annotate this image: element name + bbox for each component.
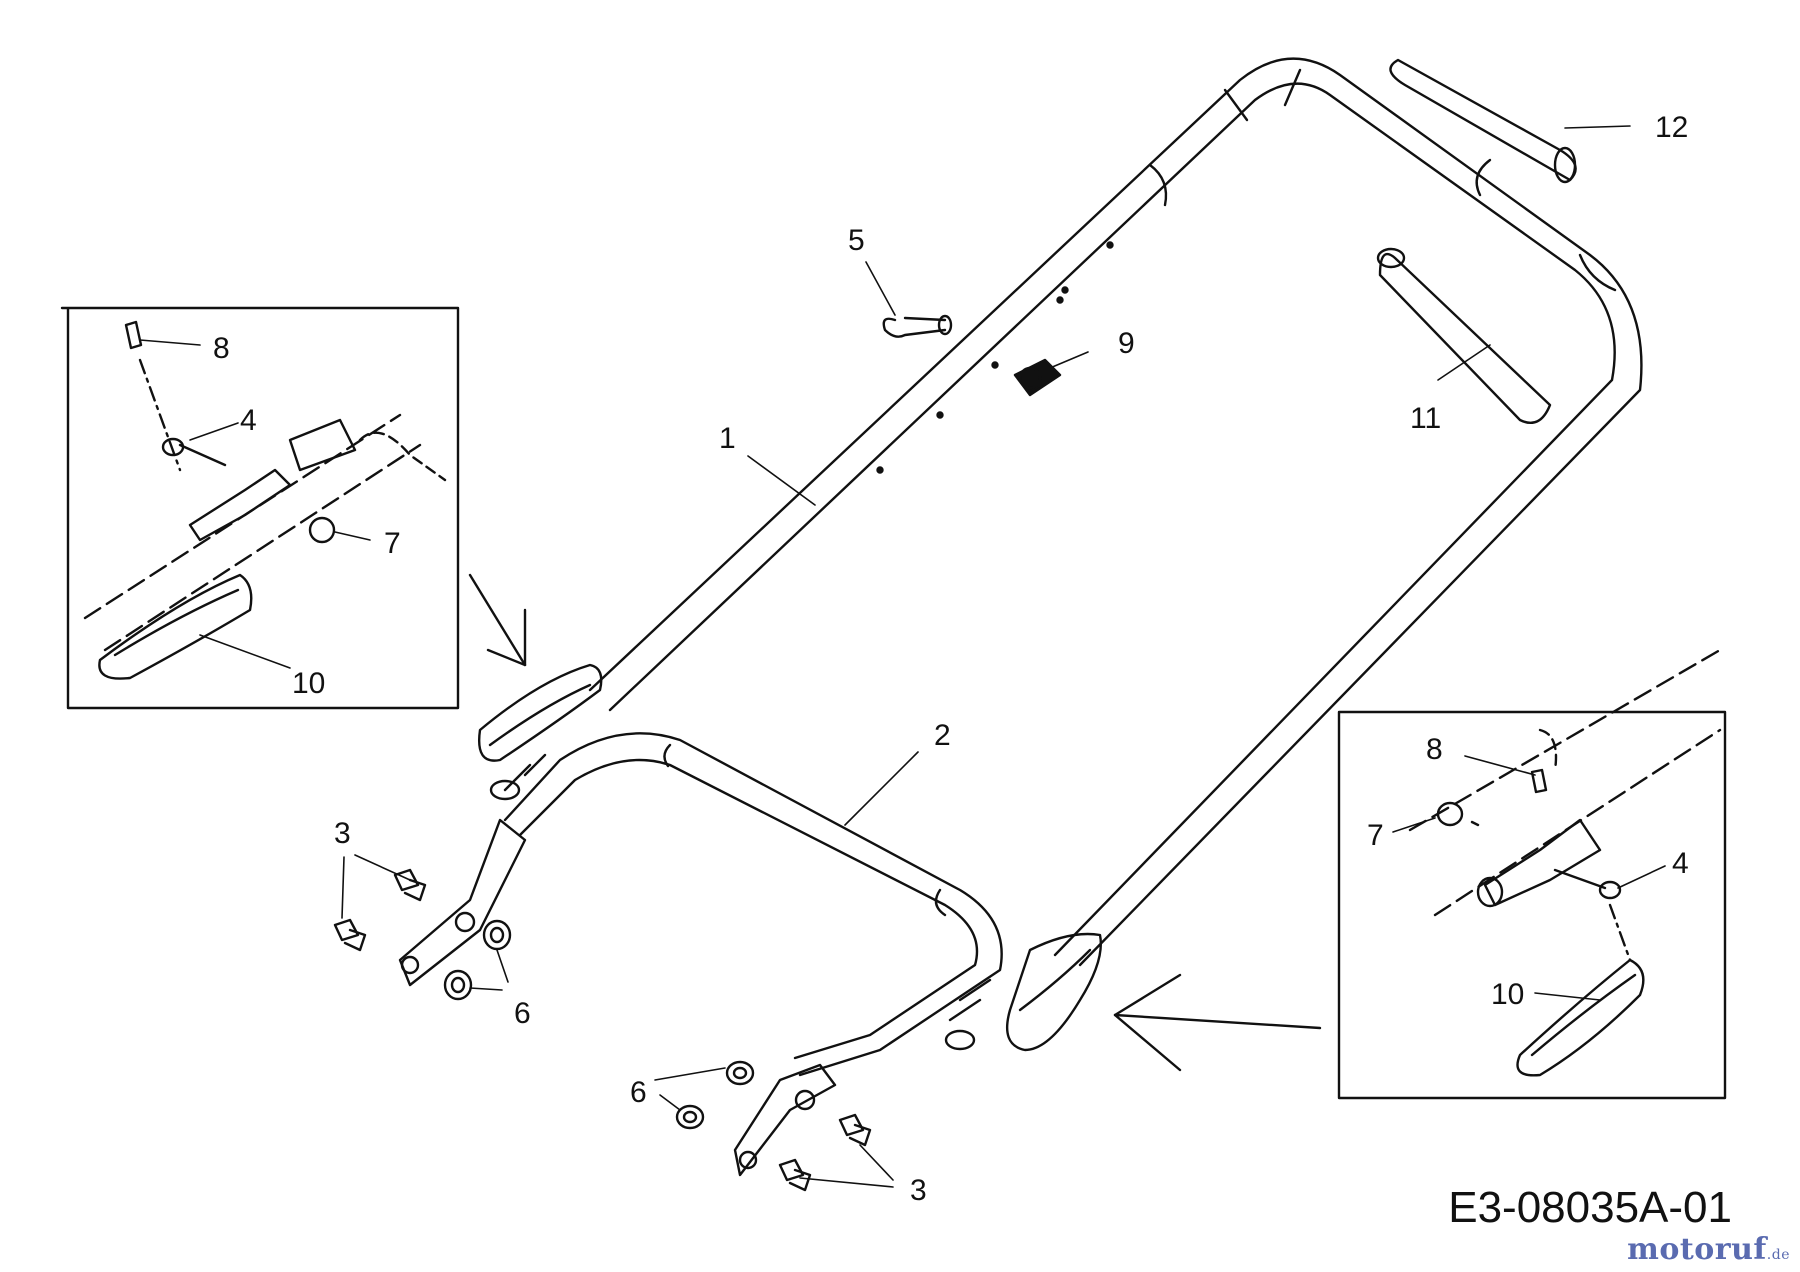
drawing-code: E3-08035A-01 xyxy=(1448,1183,1732,1232)
arrow-left xyxy=(468,573,527,667)
grip-11 xyxy=(1376,247,1552,425)
callout-7: 7 xyxy=(1367,819,1384,852)
leader-lines xyxy=(139,125,1666,1188)
bolt-3-c xyxy=(838,1113,872,1147)
callout-4: 4 xyxy=(1672,847,1689,880)
upper-handle xyxy=(588,57,1643,967)
watermark-tld: .de xyxy=(1766,1247,1790,1263)
callout-2: 2 xyxy=(934,719,951,752)
callout-6: 6 xyxy=(630,1076,647,1109)
watermark-logo: motoruf.de xyxy=(1627,1232,1790,1267)
watermark-name: motoruf xyxy=(1627,1232,1767,1267)
callout-10: 10 xyxy=(292,667,325,700)
callout-4: 4 xyxy=(240,404,257,437)
callout-5: 5 xyxy=(848,224,865,257)
callout-8: 8 xyxy=(1426,733,1443,766)
clip-9 xyxy=(1013,358,1062,397)
bolt-3-a xyxy=(393,868,427,902)
callout-10: 10 xyxy=(1491,978,1524,1011)
grip-12 xyxy=(1389,58,1577,184)
arrow-right xyxy=(1113,973,1322,1072)
nut-6-b xyxy=(443,969,473,1001)
callout-9: 9 xyxy=(1118,327,1135,360)
hook-5 xyxy=(882,314,953,338)
callout-3: 3 xyxy=(910,1174,927,1207)
callout-labels: 1 2 3 3 4 4 5 6 6 7 7 8 8 9 10 10 11 12 xyxy=(213,111,1689,1207)
lower-bracket-left xyxy=(398,818,527,987)
callout-3: 3 xyxy=(334,817,351,850)
callout-6: 6 xyxy=(514,997,531,1030)
callout-12: 12 xyxy=(1655,111,1688,144)
nut-6-a xyxy=(482,919,512,951)
callout-11: 11 xyxy=(1410,402,1441,435)
cam-lever-left xyxy=(478,663,603,801)
callout-8: 8 xyxy=(213,332,230,365)
callout-7: 7 xyxy=(384,527,401,560)
detail-inset-left xyxy=(60,306,460,710)
nut-6-c xyxy=(725,1060,755,1086)
lower-bracket-right xyxy=(733,1063,837,1177)
detail-inset-right xyxy=(1337,648,1727,1100)
nut-6-d xyxy=(675,1104,705,1130)
cam-lever-right xyxy=(944,932,1102,1052)
callout-1: 1 xyxy=(719,422,736,455)
lower-handle xyxy=(503,732,1003,1077)
bolt-3-b xyxy=(333,918,367,952)
bolt-3-d xyxy=(778,1158,812,1192)
